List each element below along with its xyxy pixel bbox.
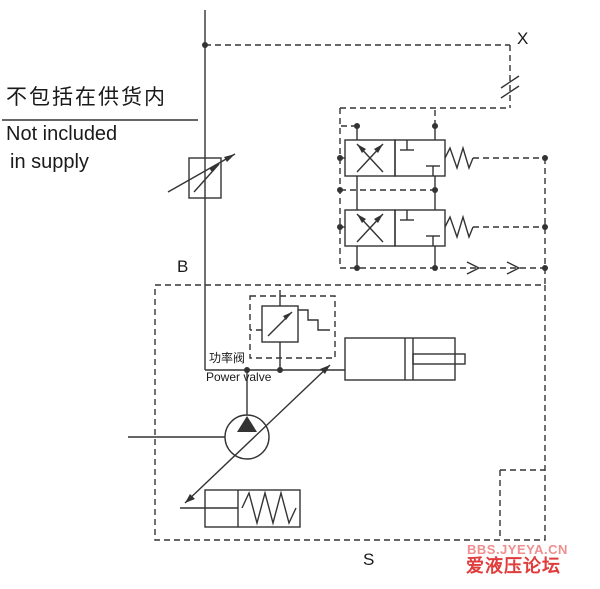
enclosure-box <box>154 284 546 541</box>
x-pilot-line <box>205 44 511 109</box>
x-line-plug-slashes <box>500 75 520 99</box>
port-label-x: X <box>517 29 529 48</box>
annotation-english-line2: in supply <box>10 151 89 173</box>
port-label-s: S <box>363 550 375 569</box>
annotation-chinese: 不包括在供货内 <box>6 86 167 109</box>
stroking-cylinder-spring <box>180 489 301 528</box>
variable-pump <box>128 364 331 504</box>
drain-bus <box>340 157 546 285</box>
servo-cylinder <box>344 337 466 381</box>
power-valve-label-en: Power valve <box>206 370 272 384</box>
drain-arrow-chevrons <box>466 261 521 275</box>
directional-valve-lower <box>344 190 474 268</box>
pilot-bus <box>339 108 436 268</box>
throttle-valve-not-included <box>188 157 222 199</box>
watermark-forum: 爱液压论坛 <box>466 556 561 576</box>
port-label-b: B <box>177 257 189 276</box>
power-valve-label-zh: 功率阀 <box>209 351 246 365</box>
power-valve <box>249 285 336 370</box>
annotation-english-line1: Not included <box>6 123 118 145</box>
annotation-arrow <box>167 153 236 193</box>
junction-dots <box>202 42 548 373</box>
main-pressure-line-b <box>204 10 345 415</box>
directional-valve-upper <box>344 126 474 190</box>
watermark-site: BBS.JYEYA.CN <box>467 542 568 557</box>
